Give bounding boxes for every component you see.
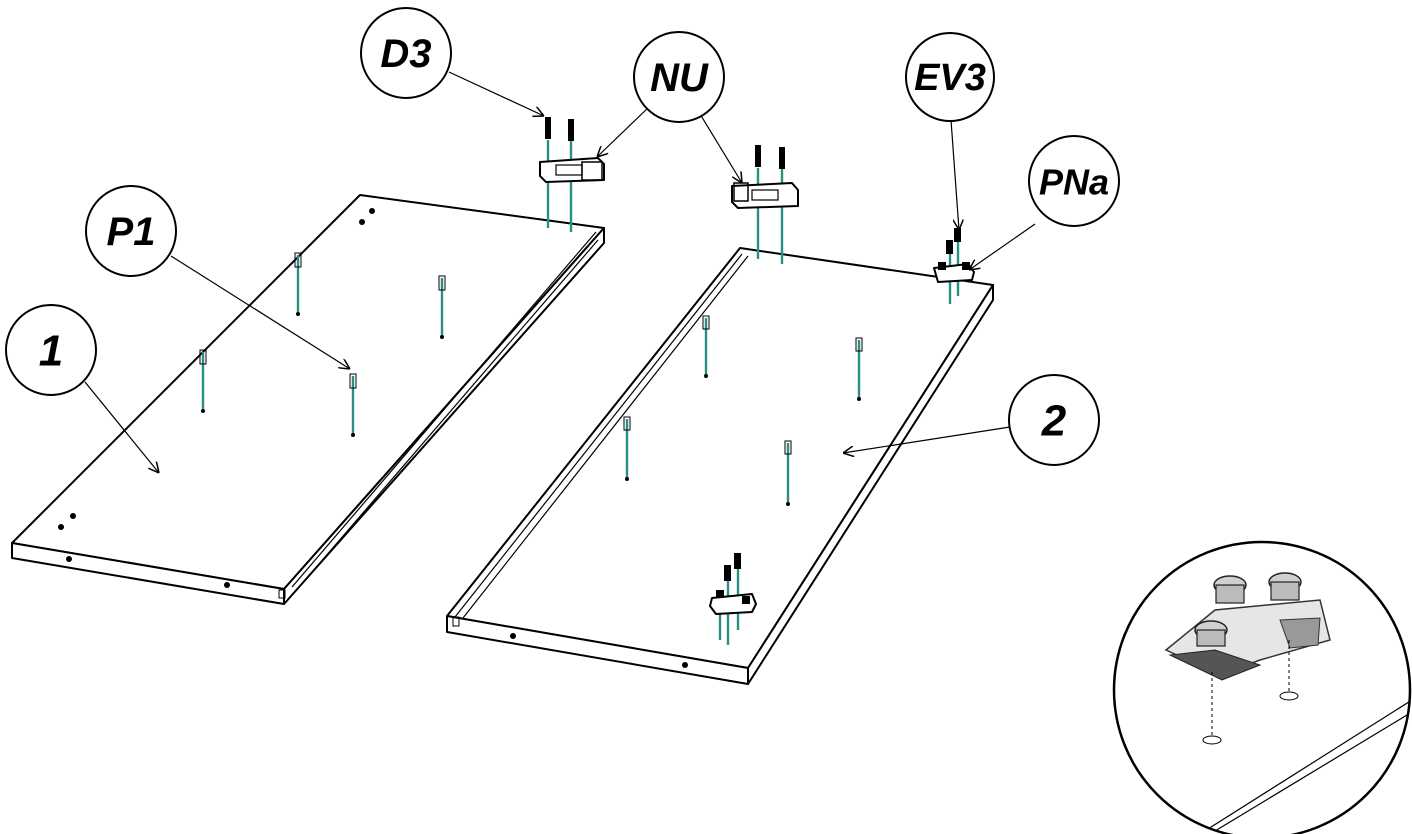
panel-1-dowels — [199, 252, 446, 437]
callout-part-1-label: 1 — [39, 327, 63, 376]
callout-p1: P1 — [85, 185, 177, 277]
callout-pna-label: PNa — [1039, 162, 1109, 203]
callout-pna: PNa — [1028, 135, 1120, 227]
callout-nu: NU — [633, 31, 725, 123]
callout-part-1: 1 — [5, 304, 97, 396]
panel-2 — [446, 247, 994, 685]
callout-ev3: EV3 — [905, 32, 995, 122]
callout-nu-label: NU — [650, 56, 709, 100]
pna-plate-top — [933, 228, 975, 304]
nu-bracket-left — [539, 117, 605, 232]
leader-lines — [84, 71, 1036, 473]
callout-part-2-label: 2 — [1041, 397, 1067, 446]
callout-d3: D3 — [360, 7, 452, 99]
panel-2-dowels — [623, 315, 863, 506]
callout-d3-label: D3 — [380, 32, 431, 76]
callout-ev3-label: EV3 — [914, 57, 986, 99]
pna-plate-bottom — [709, 553, 757, 645]
detail-view — [1112, 540, 1412, 834]
callout-p1-label: P1 — [107, 210, 156, 254]
callout-part-2: 2 — [1008, 374, 1100, 466]
nu-bracket-right — [731, 145, 799, 264]
panel-1 — [11, 194, 605, 605]
